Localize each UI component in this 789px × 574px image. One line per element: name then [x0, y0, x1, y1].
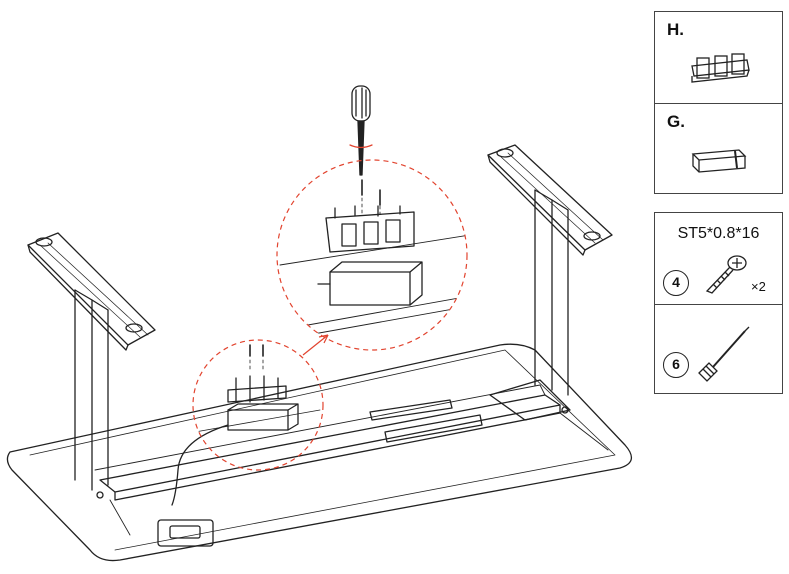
- screw-quantity: ×2: [751, 279, 766, 294]
- detail-callout-large: [277, 160, 467, 350]
- part-g-label: G.: [667, 112, 685, 132]
- cable-clip-icon: [687, 48, 757, 88]
- hardware-panel: ST5*0.8*16 4 ×2 6: [654, 212, 783, 394]
- screw-spec: ST5*0.8*16: [655, 225, 782, 243]
- part-g-cell: G.: [655, 104, 782, 193]
- screw-cell: ST5*0.8*16 4 ×2: [655, 213, 782, 305]
- parts-panel: H. G.: [654, 11, 783, 194]
- crossbar: [100, 395, 560, 492]
- screw-icon: [699, 251, 749, 297]
- control-box-bracket-icon: [687, 138, 757, 178]
- screwdriver-illustration: [352, 86, 370, 175]
- tool-step-number: 6: [663, 352, 689, 378]
- small-control-box: [228, 410, 288, 430]
- part-h-cell: H.: [655, 12, 782, 104]
- part-h-label: H.: [667, 20, 684, 40]
- screwdriver-icon: [695, 323, 755, 383]
- right-foot: [488, 145, 612, 250]
- big-control-box: [330, 272, 410, 305]
- tool-cell: 6: [655, 305, 782, 393]
- right-column: [535, 190, 568, 395]
- screw-step-number: 4: [663, 270, 689, 296]
